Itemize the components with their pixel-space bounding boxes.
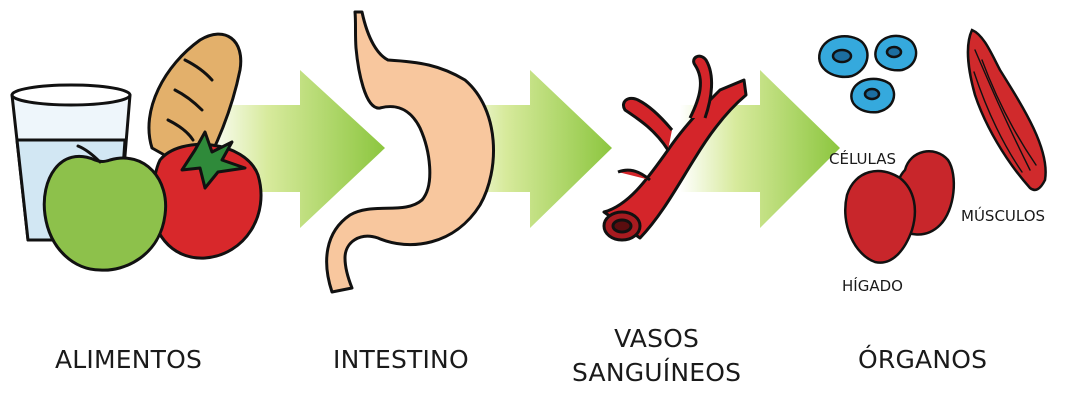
liver-label: HÍGADO (842, 277, 903, 295)
cells-label: CÉLULAS (829, 150, 896, 168)
food-illustration (12, 34, 261, 270)
apple-icon (44, 146, 165, 270)
stage-label-organs: ÓRGANOS (858, 345, 987, 374)
stage-label-blood-vessels-line-1: VASOS (572, 322, 741, 356)
stage-label-food: ALIMENTOS (55, 345, 202, 374)
cells-icon (819, 36, 916, 112)
stage-label-blood-vessels-line-2: SANGUÍNEOS (572, 356, 741, 390)
muscle-icon (968, 30, 1046, 190)
muscles-label: MÚSCULOS (961, 207, 1045, 225)
stage-label-blood-vessels: VASOS SANGUÍNEOS (572, 322, 741, 390)
stage-label-intestine: INTESTINO (333, 345, 469, 374)
